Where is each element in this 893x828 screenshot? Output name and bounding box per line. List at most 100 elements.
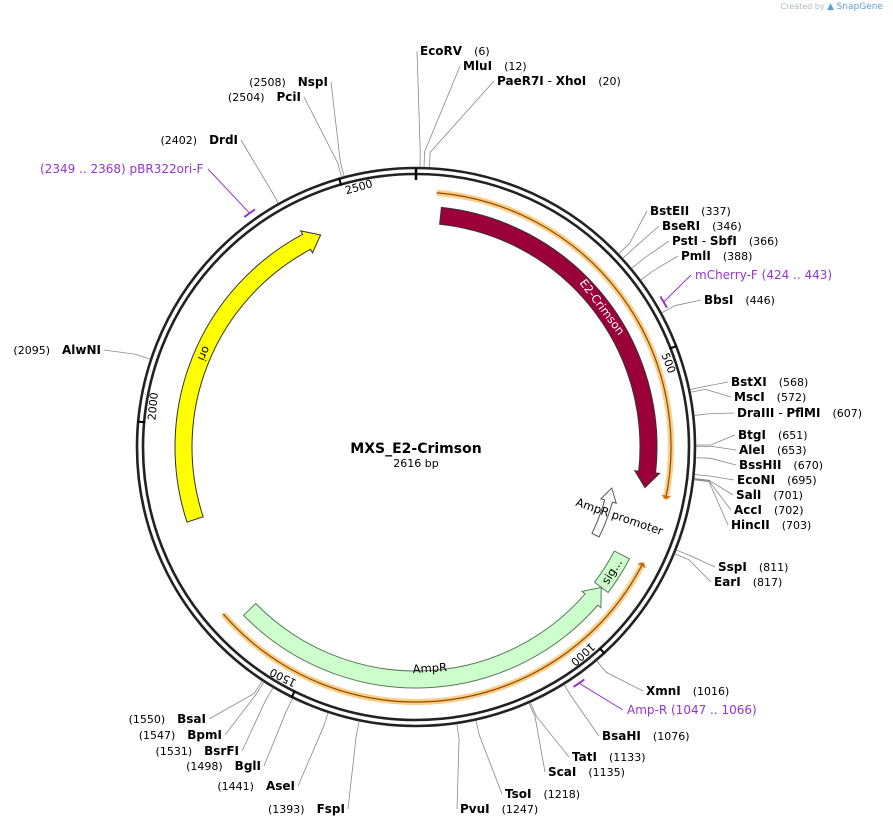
primer-leader-line — [207, 168, 250, 214]
site-name: TatI — [572, 750, 597, 764]
site-name: BssHII — [739, 458, 781, 472]
site-label: BstEII(337) — [650, 204, 731, 218]
site-name: HincII — [731, 518, 770, 532]
site-label: EarI(817) — [714, 575, 782, 589]
site-separator: - — [544, 74, 556, 88]
site-bpmi: (1547)BpmI — [139, 681, 265, 742]
feature-sig-arrow — [593, 550, 631, 594]
site-name: XmnI — [646, 684, 681, 698]
site-label: (1550) BsaI — [129, 712, 206, 726]
site-name: BpmI — [187, 728, 222, 742]
site-bsahi: BsaHI(1076) — [563, 684, 689, 743]
site-leader-line — [694, 479, 729, 526]
site-drdi: (2402)DrdI — [160, 133, 279, 204]
site-label: (2508)NspI — [249, 75, 328, 89]
site-paer7i: PaeR7I - XhoI(20) — [429, 74, 621, 168]
site-name: SspI — [718, 560, 747, 574]
site-label: BsaHI(1076) — [602, 729, 689, 743]
site-name: MluI — [463, 59, 492, 73]
site-leader-line — [694, 478, 732, 511]
primer-amp-r-label: Amp-R (1047 .. 1066) — [627, 703, 757, 717]
primer-pbr322ori-f-bar — [243, 208, 256, 218]
site-leader-line — [297, 712, 329, 787]
scale-tick-label: 2500 — [344, 177, 374, 197]
site-position: (346) — [712, 220, 742, 233]
site-name: BsaI — [177, 712, 206, 726]
site-position: (701) — [773, 489, 803, 502]
site-position: (2402) — [160, 134, 197, 147]
feature-ampr-label: AmpR — [412, 660, 447, 676]
site-position: (2504) — [228, 91, 265, 104]
site-label: XmnI(1016) — [646, 684, 729, 698]
site-position: (12) — [504, 60, 527, 73]
site-pcii: (2504) PciI — [228, 90, 342, 178]
scale-tick — [290, 690, 296, 699]
site-position: (651) — [778, 429, 808, 442]
site-position: (653) — [777, 444, 807, 457]
primer-name: mCherry-F — [695, 268, 762, 282]
site-position: (702) — [774, 504, 804, 517]
site-leader-line — [263, 698, 293, 767]
site-hincii: HincII(703) — [694, 479, 811, 532]
site-label: AleI(653) — [739, 443, 807, 457]
site-alwni: (2095)AlwNI — [13, 343, 151, 360]
site-label: BssHII(670) — [739, 458, 823, 472]
site-name: PciI — [277, 90, 302, 104]
site-label: PstI - SbfI(366) — [672, 234, 778, 248]
site-leader-line — [224, 681, 265, 736]
primer-mcherry-f-bar — [659, 295, 668, 309]
site-separator: - — [698, 234, 710, 248]
site-position: (811) — [759, 561, 789, 574]
site-label: DraIII - PflMI(607) — [737, 406, 862, 420]
site-name: BstXI — [731, 375, 767, 389]
site-position: (20) — [598, 75, 621, 88]
site-name: EcoNI — [737, 473, 775, 487]
site-name: EarI — [714, 575, 741, 589]
site-btgi: BtgI(651) — [695, 428, 808, 446]
site-position: (695) — [787, 474, 817, 487]
site-bseri: BseRI (346) — [622, 219, 742, 259]
site-tsoi: TsoI(1218) — [475, 720, 580, 801]
site-alt-name: SbfI — [710, 234, 737, 248]
site-label: SspI (811) — [718, 560, 788, 574]
site-name: ScaI — [548, 765, 576, 779]
site-name: BseRI — [662, 219, 700, 233]
site-label: PaeR7I - XhoI(20) — [497, 74, 621, 88]
site-label: PvuI(1247) — [460, 802, 538, 816]
site-position: (568) — [779, 376, 809, 389]
site-label: (1531)BsrFI — [156, 744, 239, 758]
site-position: (1550) — [129, 713, 166, 726]
site-bgli: (1498)BglI — [186, 698, 293, 773]
site-label: AccI(702) — [734, 503, 804, 517]
site-mlui: MluI (12) — [423, 59, 527, 168]
site-leader-line — [694, 478, 734, 496]
plasmid-name: MXS_E2-Crimson — [350, 441, 481, 457]
site-leader-line — [695, 445, 737, 451]
primer-range: (1047 .. 1066) — [671, 703, 757, 717]
orf-arrowhead — [661, 494, 672, 500]
orf-bar-line — [222, 562, 644, 703]
primer-leader-line — [578, 682, 624, 711]
site-bstxi: BstXI (568) — [689, 375, 809, 390]
site-asei: (1441)AseI — [217, 712, 329, 793]
site-position: (1531) — [156, 745, 193, 758]
site-psti: PstI - SbfI(366) — [631, 234, 778, 269]
site-leader-line — [622, 225, 660, 259]
site-bsrfi: (1531)BsrFI — [156, 687, 274, 758]
site-leader-line — [423, 65, 461, 168]
site-position: (1498) — [186, 760, 223, 773]
site-label: (2402)DrdI — [160, 133, 238, 147]
site-pmli: PmlI(388) — [640, 249, 752, 281]
feature-e2-crimson-arrow — [439, 206, 661, 489]
site-leader-line — [618, 210, 648, 255]
site-label: SalI(701) — [736, 488, 803, 502]
feature-ori-label: ori — [195, 344, 214, 363]
primer-name: pBR322ori-F — [126, 162, 204, 176]
site-bbsi: BbsI(446) — [661, 293, 775, 314]
site-pvui: PvuI(1247) — [456, 723, 538, 816]
site-leader-line — [475, 720, 503, 795]
site-leader-line — [676, 549, 716, 568]
site-name: FspI — [317, 802, 345, 816]
site-name: TsoI — [505, 787, 531, 801]
site-position: (2095) — [13, 344, 50, 357]
